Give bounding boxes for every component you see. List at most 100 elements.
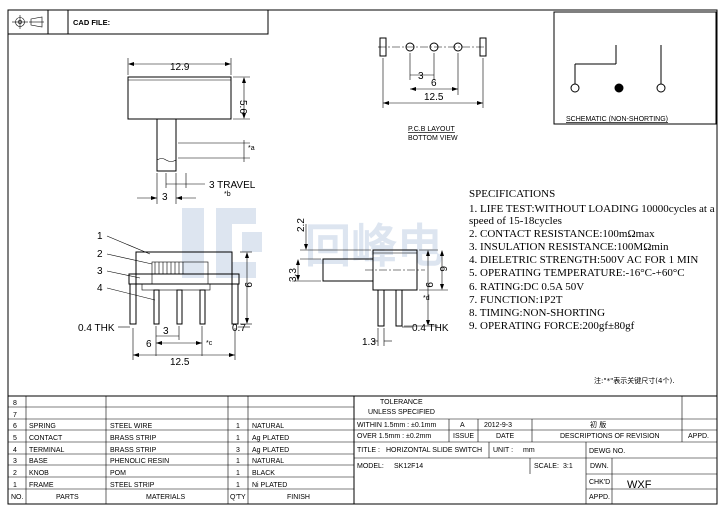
bom-header-finish: FINISH [287, 494, 310, 501]
tolerance-label: TOLERANCE [380, 399, 423, 406]
bom-row-number: 7 [13, 412, 17, 419]
side-thickness-dim: 0.4 THK [412, 323, 449, 334]
front-pitch-dim: 3 [163, 326, 169, 337]
pcb-pitch-dim: 3 [418, 71, 424, 82]
front-thickness-dim: 0.4 THK [78, 323, 115, 334]
key-dimension-note: 注:"*"表示关键尺寸(4个). [594, 376, 674, 385]
bom-row-number: 1 [13, 482, 17, 489]
sheet-border [7, 9, 718, 505]
watermark-text: 回峰电 [305, 219, 443, 273]
specifications: SPECIFICATIONS 1. LIFE TEST:WITHOUT LOAD… [469, 188, 715, 385]
bom-header-materials: MATERIALS [146, 494, 185, 501]
title-label: TITLE : [357, 447, 380, 454]
unit-label: UNIT : [493, 447, 513, 454]
bom-part: TERMINAL [29, 447, 65, 454]
title-value: HORIZONTAL SLIDE SWITCH [386, 447, 482, 454]
pcb-subtitle: BOTTOM VIEW [408, 135, 458, 142]
front-callout-3: 3 [97, 266, 103, 277]
top-travel-dim: 3 TRAVEL [209, 180, 256, 191]
tolerance-over: OVER 1.5mm : ±0.2mm [357, 433, 431, 440]
bom-qty: 1 [236, 435, 240, 442]
spec-item: 8. TIMING:NON-SHORTING [469, 307, 605, 319]
mark-a: *a [248, 145, 255, 152]
pcb-inner-span-dim: 6 [431, 78, 437, 89]
bom-finish: Ag PLATED [252, 435, 289, 442]
bom-finish: Ag PLATED [252, 447, 289, 454]
front-callout-2: 2 [97, 249, 103, 260]
top-view: 12.9 5.6 *a 3 3 TRAVEL *b [127, 58, 256, 204]
bom-finish: NATURAL [252, 423, 284, 430]
spec-item: 3. INSULATION RESISTANCE:100MΩmin [469, 241, 669, 253]
bom-row-number: 5 [13, 435, 17, 442]
scale-label: SCALE: [534, 463, 559, 470]
bom-qty: 1 [236, 458, 240, 465]
projection-symbol-icon [12, 15, 44, 29]
issue-header: ISSUE [453, 433, 474, 440]
spec-item: 9. OPERATING FORCE:200gf±80gf [469, 320, 635, 332]
bom-material: POM [110, 470, 126, 477]
top-width-dim: 12.9 [170, 62, 190, 73]
revision-description: 初 版 [590, 420, 606, 429]
pcb-title: P.C.B LAYOUT [408, 126, 456, 133]
bom-part: SPRING [29, 423, 56, 430]
unit-value: mm [523, 447, 535, 454]
side-left-dim: 3.3 [288, 268, 299, 282]
side-foot-dim: 1.3 [362, 337, 376, 348]
spec-item: 6. RATING:DC 0.5A 50V [469, 281, 584, 293]
bom-material: PHENOLIC RESIN [110, 458, 169, 465]
spec-item: speed of 15-18cycles [469, 215, 562, 227]
bom-row-number: 3 [13, 458, 17, 465]
front-outer-span-dim: 12.5 [170, 357, 190, 368]
spec-title: SPECIFICATIONS [469, 188, 555, 200]
bom-material: BRASS STRIP [110, 435, 157, 442]
side-top-dim: 2.2 [296, 218, 307, 232]
dewg-no-label: DEWG NO. [589, 448, 625, 455]
watermark: 回峰电 [182, 208, 443, 278]
bom-row-number: 6 [13, 423, 17, 430]
bom-header-no: NO. [11, 494, 24, 501]
bom-part: CONTACT [29, 435, 63, 442]
mark-d: *d [423, 295, 430, 302]
front-view: 1 2 3 4 9 0.4 THK 0.7 3 6 *c 12.5 [78, 231, 253, 368]
mark-b: *b [224, 191, 231, 198]
pcb-layout: 3 6 12.5 P.C.B LAYOUT BOTTOM VIEW [378, 37, 487, 142]
bom-row-number: 8 [13, 400, 17, 407]
bom-table: 8 7 6 5 4 3 2 1 NO. SPRING CONTACT TERMI… [8, 395, 717, 504]
schematic-panel: SCHEMATIC (NON-SHORTING) [553, 11, 717, 125]
spec-item: 5. OPERATING TEMPERATURE:-16°C-+60°C [469, 267, 685, 279]
front-callout-4: 4 [97, 283, 103, 294]
schematic-contact-left-icon [570, 83, 580, 93]
schematic-contact-right-icon [656, 83, 666, 93]
front-height-dim: 9 [242, 282, 253, 288]
top-height-dim: 5.6 [237, 100, 248, 114]
unless-specified-label: UNLESS SPECIFIED [368, 409, 435, 416]
bom-material: STEEL WIRE [110, 423, 152, 430]
revision-letter: A [460, 422, 465, 429]
bom-row-number: 4 [13, 447, 17, 454]
side-height-dim: 9 [423, 282, 434, 288]
front-pin-gap-dim: 0.7 [232, 323, 246, 334]
header-strip: CAD FILE: [7, 9, 269, 35]
bom-finish: Ni PLATED [252, 482, 287, 489]
bom-material: STEEL STRIP [110, 482, 155, 489]
bom-header-parts: PARTS [56, 494, 79, 501]
appd-label: APPD. [589, 494, 610, 501]
appd-header: APPD. [688, 433, 709, 440]
tolerance-within: WITHIN 1.5mm : ±0.1mm [357, 422, 436, 429]
model-label: MODEL: [357, 463, 384, 470]
pcb-outer-span-dim: 12.5 [424, 92, 444, 103]
spec-item: 1. LIFE TEST:WITHOUT LOADING 10000cycles… [469, 203, 715, 215]
bom-part: FRAME [29, 482, 54, 489]
schematic-caption: SCHEMATIC (NON-SHORTING) [566, 116, 668, 123]
scale-value: 3:1 [563, 463, 573, 470]
front-callout-1: 1 [97, 231, 103, 242]
spec-item: 7. FUNCTION:1P2T [469, 294, 563, 306]
watermark-logo-icon [182, 208, 262, 278]
spec-item: 2. CONTACT RESISTANCE:100mΩmax [469, 228, 655, 240]
desc-revision-header: DESCRIPTIONS OF REVISION [560, 433, 660, 440]
schematic-contact-common-icon [614, 83, 624, 93]
bom-header-qty: Q'TY [230, 494, 246, 501]
dwn-label: DWN. [590, 463, 609, 470]
spec-item: 4. DIELETRIC STRENGTH:500V AC FOR 1 MIN [469, 254, 698, 266]
